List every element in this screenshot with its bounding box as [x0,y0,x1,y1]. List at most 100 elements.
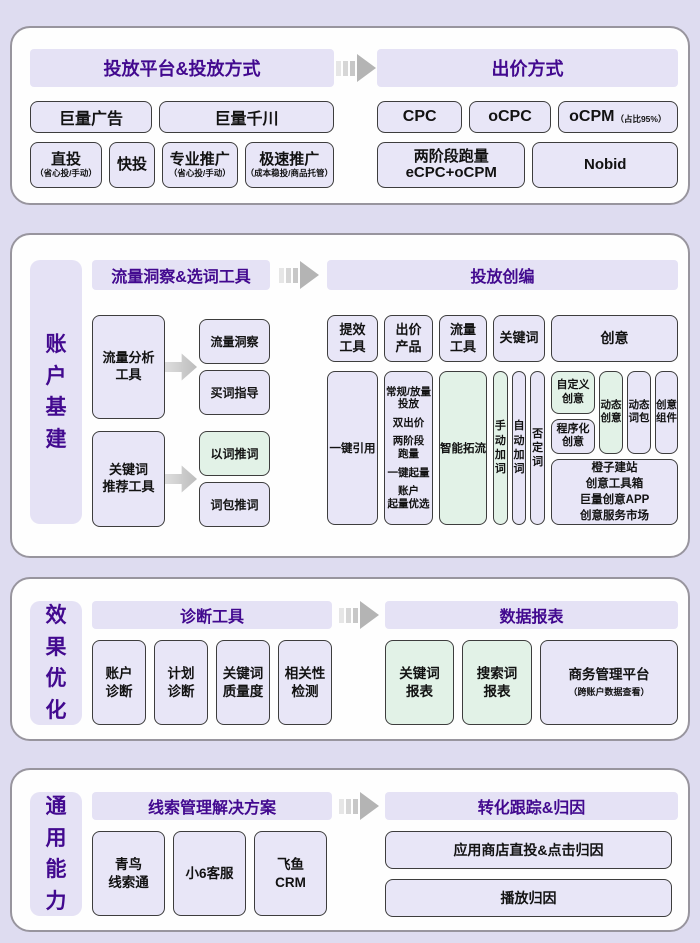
flow-arrow-icon [335,54,376,82]
header-diagnosis-tools: 诊断工具 [92,601,332,629]
campaign-creation-grid: 提效 工具 出价 产品 流量 工具 关键词 创意 一键引用 常规/放量 投放 双… [327,290,678,527]
manual-add-word-box: 手动加词 [493,371,508,525]
business-management-platform-box: 商务管理平台 （跨账户数据查看） [540,640,678,725]
keyword-recommend-tool-box: 关键词 推荐工具 [92,431,165,527]
flow-arrow-icon [338,601,379,629]
one-click-quote-box: 一键引用 [327,371,378,525]
side-label-account-setup: 账户基建 [30,260,82,524]
biz-sublabel: （跨账户数据查看） [568,686,650,697]
side-label-text: 账户基建 [45,333,67,451]
traffic-analysis-tool-box: 流量分析 工具 [92,315,165,419]
bid-sublabel: （占比95%） [615,113,667,124]
programmatic-creative-box: 程序化 创意 [551,419,595,454]
account-diagnosis-box: 账户 诊断 [92,640,146,725]
mode-box-professional: 专业推广 （省心投/手动） [162,142,238,188]
keyword-quality-box: 关键词 质量度 [216,640,270,725]
keyword-recommend-group: 关键词 推荐工具 以词推词 词包推词 [92,431,270,527]
platform-box-juliang-qianchuan: 巨量千川 [159,101,334,133]
lead-tools-row: 青鸟 线索通 小6客服 飞鱼 CRM [92,820,332,917]
app-store-attribution-box: 应用商店直投&点击归因 [385,831,672,869]
bidding-item: 账户 起量优选 [387,485,430,510]
bid-box-ocpc: oCPC [469,101,551,133]
vertical-label: 手动加词 [494,420,506,476]
mode-box-fast: 快投 [109,142,155,188]
word-buying-guide-box: 买词指导 [199,370,270,415]
traffic-insight-box: 流量洞察 [199,319,270,364]
mode-box-express: 极速推广 （成本稳投/商品托管） [244,142,334,188]
search-term-report-box: 搜索词 报表 [462,640,532,725]
bidding-item: 常规/放量 投放 [386,385,431,411]
arrow-right-icon [165,353,197,381]
side-label-effect-optimization: 效果优化 [30,601,82,725]
header-campaign-creation: 投放创编 [327,260,678,290]
header-data-reports: 数据报表 [385,601,678,629]
bidding-item: 两阶段 跑量 [392,435,425,460]
feiyu-crm-box: 飞鱼 CRM [254,831,327,916]
panel-general-capabilities: 通用能力 线索管理解决方案 转化跟踪&归因 青鸟 线索通 小6客服 飞鱼 CRM… [10,768,690,932]
header-lead-management: 线索管理解决方案 [92,792,332,820]
col-header-creative: 创意 [551,315,678,362]
traffic-analysis-group: 流量分析 工具 流量洞察 买词指导 [92,315,270,419]
playback-attribution-box: 播放归因 [385,879,672,917]
dynamic-word-pack-box: 动态 词包 [627,371,651,454]
vertical-label: 自动加词 [513,420,525,476]
mode-sublabel: （省心投/手动） [168,168,231,179]
col-header-efficiency-tools: 提效 工具 [327,315,378,362]
auto-add-word-box: 自动加词 [511,371,527,525]
panel-delivery-and-bidding: 投放平台&投放方式 巨量广告 巨量千川 直投 （省心投/手动） 快投 专业推广 … [10,26,690,205]
custom-creative-box: 自定义 创意 [551,371,595,414]
col-header-bidding-products: 出价 产品 [384,315,433,362]
bidding-products-box: 常规/放量 投放 双出价 两阶段 跑量 一键起量 账户 起量优选 [384,371,433,525]
negative-word-box: 否定词 [530,371,546,525]
creative-component-box: 创意 组件 [655,371,678,454]
attribution-rows: 应用商店直投&点击归因 播放归因 [385,820,678,917]
dynamic-creative-box: 动态 创意 [599,371,623,454]
plan-diagnosis-box: 计划 诊断 [154,640,208,725]
side-label-text: 通用能力 [45,795,67,913]
bidding-method-column: 出价方式 CPC oCPC oCPM （占比95%） 两阶段跑量 eCPC+oC… [377,49,678,188]
col-header-traffic-tools: 流量 工具 [439,315,487,362]
bidding-item: 一键起量 [387,466,430,479]
xiao6-service-box: 小6客服 [173,831,246,916]
side-label-text: 效果优化 [45,604,67,722]
mode-sublabel: （成本稳投/商品托管） [245,168,333,179]
qingniao-lead-box: 青鸟 线索通 [92,831,165,916]
bid-box-nobid: Nobid [532,142,678,188]
delivery-platform-column: 投放平台&投放方式 巨量广告 巨量千川 直投 （省心投/手动） 快投 专业推广 … [30,49,334,188]
creative-group: 自定义 创意 程序化 创意 动态 创意 动态 词包 创意 组件 橙子建站 创意工… [551,371,678,525]
mode-label: 极速推广 [259,150,320,168]
biz-label: 商务管理平台 [568,667,650,683]
bid-box-cpc: CPC [377,101,463,133]
bid-box-two-stage: 两阶段跑量 eCPC+oCPM [377,142,526,188]
side-label-general-capabilities: 通用能力 [30,792,82,916]
bidding-item: 双出价 [392,416,425,429]
arrow-right-icon [165,465,197,493]
diagnosis-tools-row: 账户 诊断 计划 诊断 关键词 质量度 相关性 检测 [92,629,332,725]
keyword-report-box: 关键词 报表 [385,640,454,725]
data-reports-row: 关键词 报表 搜索词 报表 商务管理平台 （跨账户数据查看） [385,629,678,725]
mode-label: 专业推广 [169,150,230,168]
panel-account-setup: 账户基建 流量洞察&选词工具 投放创编 流量分析 工具 流量洞察 [10,233,690,558]
creative-services-box: 橙子建站 创意工具箱 巨量创意APP 创意服务市场 [551,458,678,525]
mode-label: 直投 [50,150,81,168]
header-bidding-method: 出价方式 [377,49,678,87]
platform-box-juliang-ads: 巨量广告 [30,101,152,133]
header-traffic-insight-tools: 流量洞察&选词工具 [92,260,270,290]
relevance-check-box: 相关性 检测 [278,640,332,725]
bid-label: oCPM [569,108,615,125]
flow-arrow-icon [278,261,319,289]
panel-effect-optimization: 效果优化 诊断工具 数据报表 账户 诊断 计划 诊断 关键词 质量度 相关性 检… [10,577,690,741]
header-delivery-platform: 投放平台&投放方式 [30,49,334,87]
word-pack-box: 词包推词 [199,482,270,527]
word-to-word-box: 以词推词 [199,431,270,476]
col-header-keywords: 关键词 [493,315,545,362]
mode-sublabel: （省心投/手动） [35,168,97,179]
vertical-label: 否定词 [532,427,544,469]
mode-box-direct: 直投 （省心投/手动） [30,142,102,188]
smart-traffic-expansion-box: 智能拓流 [439,371,487,525]
bid-box-ocpm: oCPM （占比95%） [557,101,678,133]
flow-arrow-icon [338,792,379,820]
header-conversion-tracking: 转化跟踪&归因 [385,792,678,820]
keyword-actions-group: 手动加词 自动加词 否定词 [493,371,546,525]
